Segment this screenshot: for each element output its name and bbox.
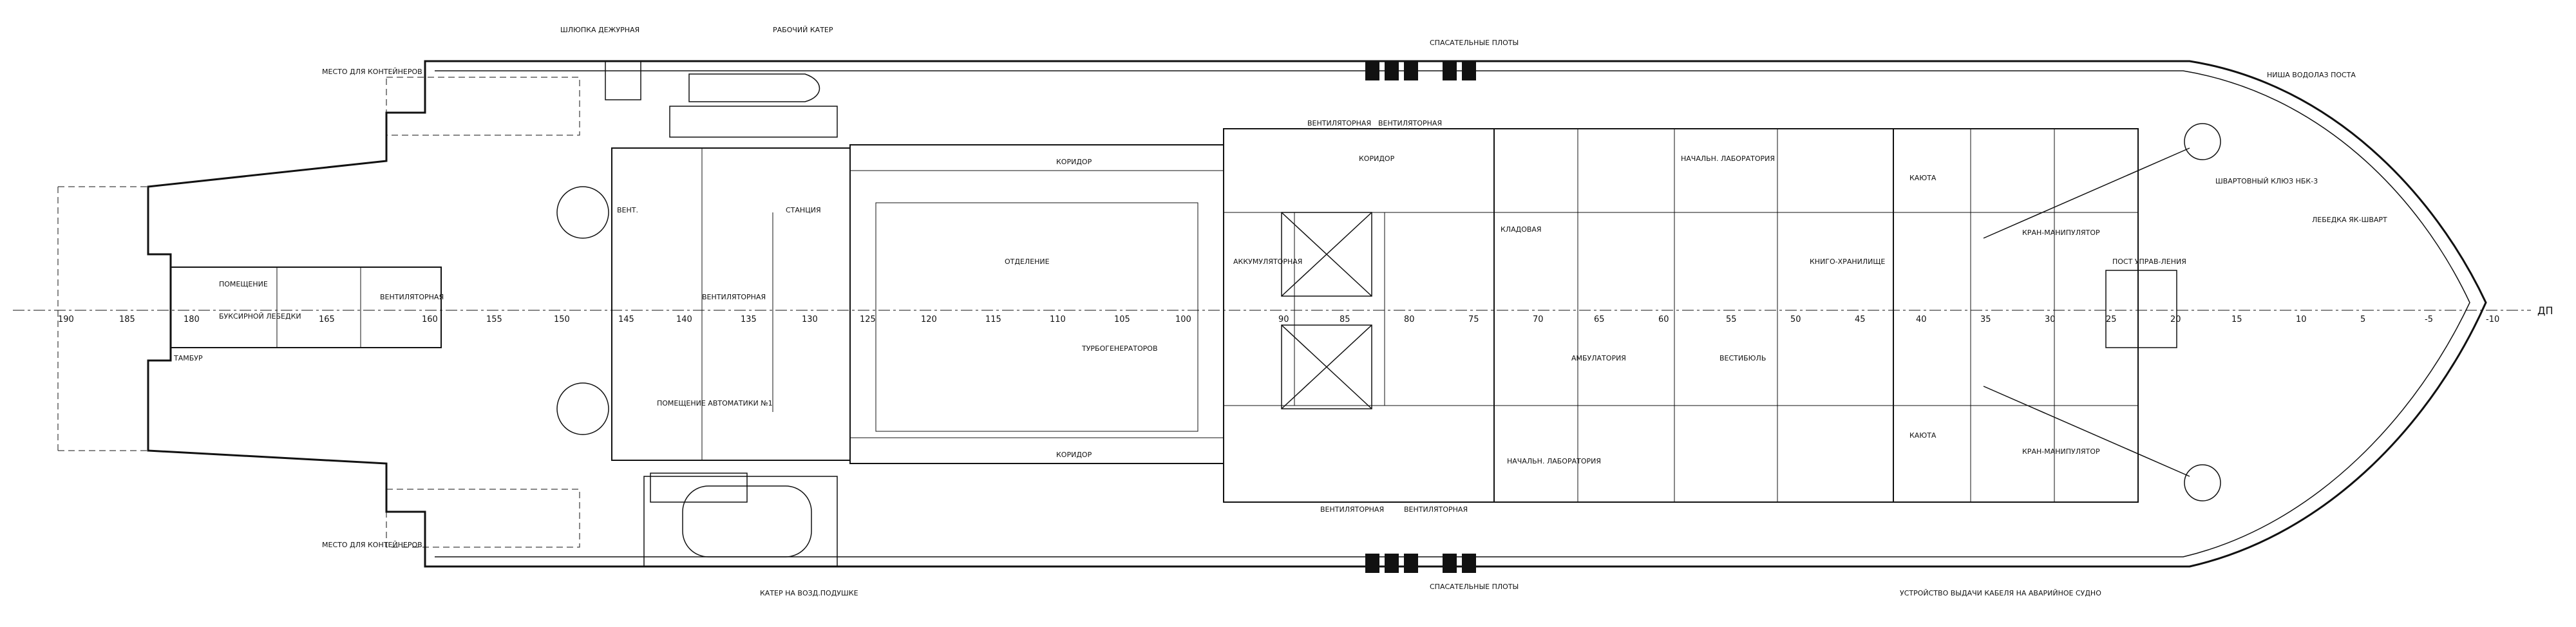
label-crane-top: КРАН-МАНИПУЛЯТОР: [2022, 229, 2100, 237]
frame-label: 120: [921, 315, 937, 324]
label-rafts-bottom: СПАСАТЕЛЬНЫЕ ПЛОТЫ: [1430, 583, 1519, 591]
frame-label: 15: [2231, 315, 2242, 324]
frame-label: 85: [1340, 315, 1350, 324]
label-ventilyatornaya-4: ВЕНТИЛЯТОРНАЯ: [1404, 505, 1468, 514]
hull-outline: [147, 60, 2487, 568]
label-corridor-bottom: КОРИДОР: [1056, 451, 1092, 459]
frame-label: 105: [1114, 315, 1130, 324]
frame-label: -10: [2486, 315, 2499, 324]
label-ventilyatornaya-1: ВЕНТИЛЯТОРНАЯ: [1307, 119, 1371, 127]
label-winch-bow: ЛЕБЕДКА ЯК-ШВАРТ: [2312, 216, 2387, 224]
frame-label: 165: [319, 315, 335, 324]
frame-label: 75: [1468, 315, 1479, 324]
label-fairlead: ШВАРТОВНЫЙ КЛЮЗ НБК-3: [2215, 177, 2318, 185]
label-kayuta-1: КАЮТА: [1909, 174, 1937, 182]
frame-label: 155: [486, 315, 502, 324]
frame-label: 115: [985, 315, 1001, 324]
block-mid: [1223, 128, 1495, 503]
frame-label: 50: [1790, 315, 1801, 324]
frame-label: 10: [2296, 315, 2307, 324]
frame-label: 60: [1658, 315, 1669, 324]
frame-label: 45: [1855, 315, 1866, 324]
rescue-boat: [605, 61, 641, 100]
label-hovercraft: КАТЕР НА ВОЗД.ПОДУШКЕ: [760, 589, 858, 597]
frame-label: 135: [741, 315, 757, 324]
frame-label: 150: [554, 315, 570, 324]
label-corridor-mid: КОРИДОР: [1359, 154, 1395, 163]
label-ventilyatornaya-2: ВЕНТИЛЯТОРНАЯ: [1378, 119, 1442, 127]
life-rafts-bottom: [1365, 554, 1476, 573]
frame-label: 20: [2170, 315, 2181, 324]
label-winch-room: БУКСИРНОЙ ЛЕБЕДКИ: [219, 312, 301, 321]
label-library: КНИГО-ХРАНИЛИЩЕ: [1810, 257, 1885, 266]
label-post: ПОСТ УПРАВ-ЛЕНИЯ: [2112, 257, 2186, 266]
frame-label: 55: [1726, 315, 1737, 324]
frame-label: 65: [1594, 315, 1605, 324]
label-work-boat: РАБОЧИЙ КАТЕР: [773, 26, 833, 34]
label-ventilyatornaya-3: ВЕНТИЛЯТОРНАЯ: [1320, 505, 1384, 514]
label-crane-bottom: КРАН-МАНИПУЛЯТОР: [2022, 447, 2100, 456]
frame-label: 160: [422, 315, 438, 324]
frame-label: 125: [860, 315, 876, 324]
frame-label: 5: [2360, 315, 2365, 324]
frame-label: 35: [1980, 315, 1991, 324]
block-fwd: [1493, 128, 1894, 503]
block-bow: [1893, 128, 2139, 503]
label-rescue-boat: ШЛЮПКА ДЕЖУРНАЯ: [560, 26, 639, 34]
label-station: СТАНЦИЯ: [786, 206, 821, 214]
frame-label: 90: [1278, 315, 1289, 324]
label-battery: АККУМУЛЯТОРНАЯ: [1233, 257, 1302, 266]
label-corridor-top: КОРИДОР: [1056, 158, 1092, 166]
label-turbogen: ТУРБОГЕНЕРАТОРОВ: [1081, 344, 1158, 353]
label-vent: ВЕНТ.: [617, 206, 638, 214]
frame-numbers: 190 185 180 165 160 155 150 145 140 135 …: [58, 315, 2499, 324]
label-ventilyatornaya-5: ВЕНТИЛЯТОРНАЯ: [702, 293, 766, 301]
label-diving-niche: НИША ВОДОЛАЗ ПОСТА: [2267, 71, 2356, 79]
label-lab-top: НАЧАЛЬН. ЛАБОРАТОРИЯ: [1681, 154, 1775, 163]
frame-label: 145: [618, 315, 634, 324]
label-tambur: ТАМБУР: [173, 354, 203, 362]
frame-label: 30: [2045, 315, 2056, 324]
frame-label: 80: [1404, 315, 1415, 324]
frame-label: 110: [1050, 315, 1066, 324]
frame-label: 25: [2106, 315, 2117, 324]
life-rafts-top: [1365, 61, 1476, 80]
label-ventilyatornaya-6: ВЕНТИЛЯТОРНАЯ: [380, 293, 444, 301]
label-automation-room: ПОМЕЩЕНИЕ АВТОМАТИКИ №1: [657, 399, 773, 407]
block-aft: [170, 267, 442, 348]
label-dp: ДП: [2537, 304, 2553, 317]
label-rafts-top: СПАСАТЕЛЬНЫЕ ПЛОТЫ: [1430, 39, 1519, 47]
frame-label: 190: [58, 315, 74, 324]
label-storeroom: КЛАДОВАЯ: [1501, 225, 1542, 234]
label-containers-bottom: МЕСТО ДЛЯ КОНТЕЙНЕРОВ: [322, 541, 422, 549]
frame-label: -5: [2425, 315, 2433, 324]
frame-label: 140: [676, 315, 692, 324]
label-ambulatory: АМБУЛАТОРИЯ: [1571, 354, 1626, 362]
label-otdelenie: ОТДЕЛЕНИЕ: [1005, 257, 1050, 266]
frame-label: 180: [184, 315, 200, 324]
frame-label: 100: [1175, 315, 1191, 324]
frame-label: 185: [119, 315, 135, 324]
label-vestibule: ВЕСТИБЮЛЬ: [1719, 354, 1766, 362]
label-kayuta-2: КАЮТА: [1909, 431, 1937, 440]
block-main: [611, 147, 851, 461]
frame-label: 130: [802, 315, 818, 324]
turbogen-hall: [849, 144, 1224, 464]
work-boat: [688, 73, 820, 102]
label-cable-device: УСТРОЙСТВО ВЫДАЧИ КАБЕЛЯ НА АВАРИЙНОЕ СУ…: [1900, 589, 2101, 597]
frame-label: 40: [1916, 315, 1927, 324]
frame-label: 70: [1533, 315, 1544, 324]
label-containers-top: МЕСТО ДЛЯ КОНТЕЙНЕРОВ: [322, 68, 422, 76]
label-pomeshchenie: ПОМЕЩЕНИЕ: [219, 280, 268, 288]
label-lab-bottom: НАЧАЛЬН. ЛАБОРАТОРИЯ: [1507, 457, 1601, 465]
